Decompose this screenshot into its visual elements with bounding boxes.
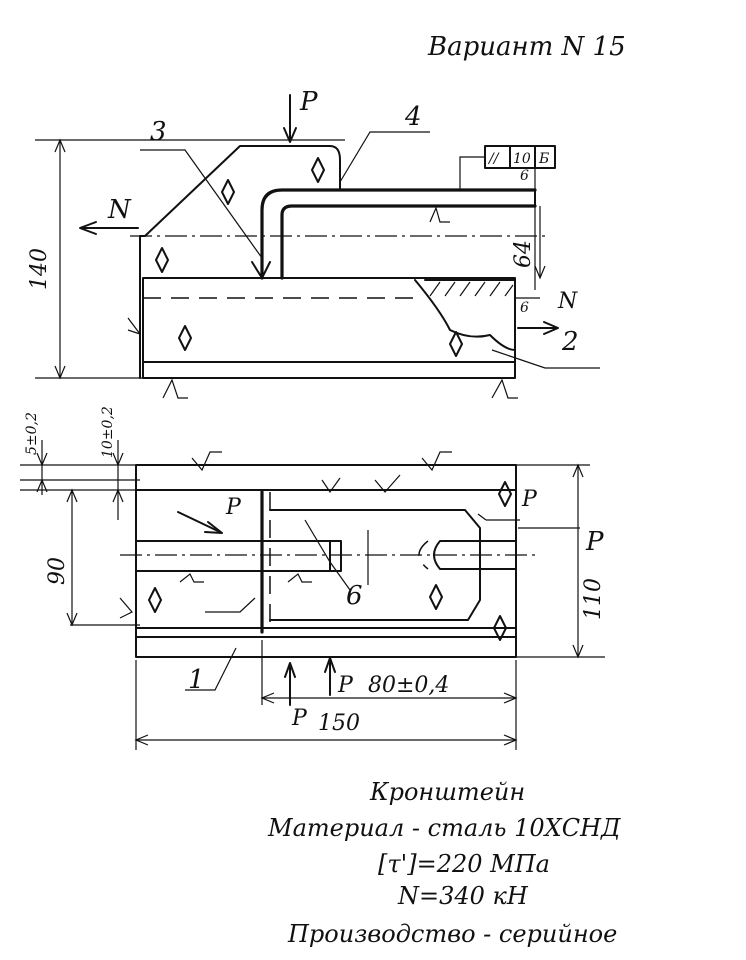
- note-part-name: Кронштейн: [369, 778, 525, 806]
- force-p-side: P: [299, 87, 318, 117]
- note-production: Производство - серийное: [287, 920, 617, 948]
- dim-64: 64: [511, 240, 536, 268]
- dim-6-top: 6: [520, 168, 529, 184]
- part-3-label: 3: [150, 117, 167, 147]
- dim-90: 90: [45, 557, 70, 585]
- dim-140: 140: [27, 248, 52, 290]
- force-p-upper-left: P: [225, 495, 242, 520]
- weld-diamond-3: [155, 247, 169, 273]
- dim-5: 5±0,2: [24, 412, 40, 455]
- dim-10: 10±0,2: [100, 406, 116, 458]
- weld-arrow: [251, 261, 271, 279]
- force-n-left: N: [107, 195, 132, 225]
- weld-diamond-1: [221, 179, 235, 205]
- svg-text:Б: Б: [538, 151, 549, 167]
- note-force: N=340 кН: [397, 882, 529, 910]
- part-4-label: 4: [404, 102, 422, 132]
- top-view: 5±0,2 10±0,2 90 110 80±0,4 150 6 P P: [20, 406, 606, 750]
- dim-150: 150: [318, 711, 360, 736]
- force-p-bottom: P: [291, 706, 308, 731]
- weld-diamond-5: [449, 331, 463, 357]
- weld-diamond-4: [178, 325, 192, 351]
- force-p-right2: P: [585, 527, 604, 557]
- svg-text:10: 10: [513, 151, 531, 167]
- variant-title: Вариант N 15: [427, 32, 626, 62]
- part-2-label: 2: [561, 327, 579, 357]
- part-1-label: 1: [188, 665, 205, 695]
- note-allowable-stress: [τ']=220 МПа: [378, 850, 550, 878]
- svg-text://: //: [487, 151, 500, 167]
- force-p-bottom2: P: [337, 673, 354, 698]
- note-material: Материал - сталь 10ХСНД: [267, 814, 621, 842]
- dim-6-bottom: 6: [520, 300, 529, 316]
- side-view: 140 P N N 3 4 2: [27, 87, 600, 399]
- force-p-right: P: [521, 487, 538, 512]
- force-n-right: N: [557, 289, 578, 314]
- weld-diamond-2: [311, 157, 325, 183]
- dim-80: 80±0,4: [368, 673, 449, 698]
- dim-6: 6: [346, 581, 363, 611]
- notes: Кронштейн Материал - сталь 10ХСНД [τ']=2…: [267, 778, 621, 948]
- dim-110: 110: [581, 578, 606, 620]
- tolerance-frame: // 10 Б: [459, 145, 556, 190]
